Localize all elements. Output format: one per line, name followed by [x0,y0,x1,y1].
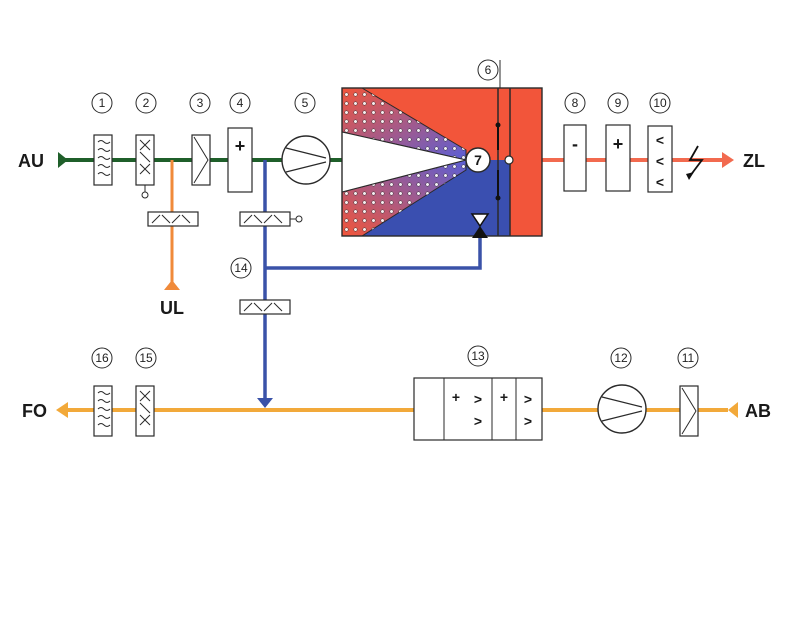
outside-air-arrow [58,152,68,168]
cooler-symbol: - [572,134,578,154]
unit-chevron-3: > [524,391,532,407]
label-recirculation: UL [160,298,184,318]
component-number: 12 [614,351,628,365]
exhaust-arrow [56,402,68,418]
humidifier-symbol-1: < [656,132,664,148]
component-number: 8 [572,96,579,110]
component-7-number: 7 [474,152,482,168]
label-extract-air: AB [745,401,771,421]
component-number: 4 [237,96,244,110]
component-number: 6 [485,63,492,77]
humidifier-symbol-3: < [656,174,664,190]
supply-arrow [722,152,734,168]
component-number: 11 [682,351,695,365]
component-15-damper [135,385,155,437]
lightning-icon [686,145,704,180]
component-8-cooler: - [563,124,587,192]
unit-chevron-4: > [524,413,532,429]
bubble-2: 2 [135,92,157,114]
extract-arrow [728,402,738,418]
component-5-fan [281,135,331,185]
bypass-arrow [257,398,273,408]
component-number: 3 [197,96,204,110]
reheater-symbol: + [613,134,624,154]
bubble-13: 13 [467,345,489,367]
component-1-filter [93,134,113,186]
component-9-reheater: + [605,124,631,192]
component-number: 10 [653,96,667,110]
unit-chevron-1: > [474,391,482,407]
bypass-valve [470,213,490,238]
component-number: 2 [143,96,150,110]
heater-symbol: + [235,136,246,156]
component-11-filter [679,385,699,437]
label-exhaust-out: FO [22,401,47,421]
component-10-humidifier: < < < [647,125,673,193]
number-bubbles: 1 2 3 4 5 6 8 9 10 14 16 15 13 12 11 [91,59,699,369]
bubble-11: 11 [677,347,699,369]
bypass-damper-lower [239,299,291,315]
bubble-3: 3 [189,92,211,114]
label-supply-air: ZL [743,151,765,171]
component-12-fan [597,384,647,434]
component-number: 13 [471,349,485,363]
component-3-filter [191,134,211,186]
component-13-unit: + > > + > > [413,377,543,441]
bubble-9: 9 [607,92,629,114]
bubble-4: 4 [229,92,251,114]
component-number: 9 [615,96,622,110]
label-outside-air: AU [18,151,44,171]
bypass-damper-upper [239,211,303,227]
bubble-15: 15 [135,347,157,369]
recirc-damper [147,211,199,227]
bubble-16: 16 [91,347,113,369]
bubble-5: 5 [294,92,316,114]
bubble-14: 14 [230,257,252,279]
humidifier-symbol-2: < [656,153,664,169]
heat-exchanger [341,60,543,237]
component-number: 1 [99,96,106,110]
unit-plus-2: + [500,389,508,405]
bubble-1: 1 [91,92,113,114]
component-number: 16 [95,351,109,365]
component-number: 15 [139,351,153,365]
supply-outlet-node [504,155,514,165]
recirc-arrow [164,280,180,290]
unit-plus-1: + [452,389,460,405]
component-number: 14 [234,261,248,275]
bubble-12: 12 [610,347,632,369]
component-2-damper [135,134,155,199]
bypass-line-horizontal [265,238,482,270]
bypass-junction-node [465,147,491,173]
component-4-heater: + [227,127,253,193]
component-16-filter [93,385,113,437]
component-number: 5 [302,96,309,110]
bubble-10: 10 [649,92,671,114]
unit-chevron-2: > [474,413,482,429]
bubble-6: 6 [477,59,499,81]
bubble-8: 8 [564,92,586,114]
